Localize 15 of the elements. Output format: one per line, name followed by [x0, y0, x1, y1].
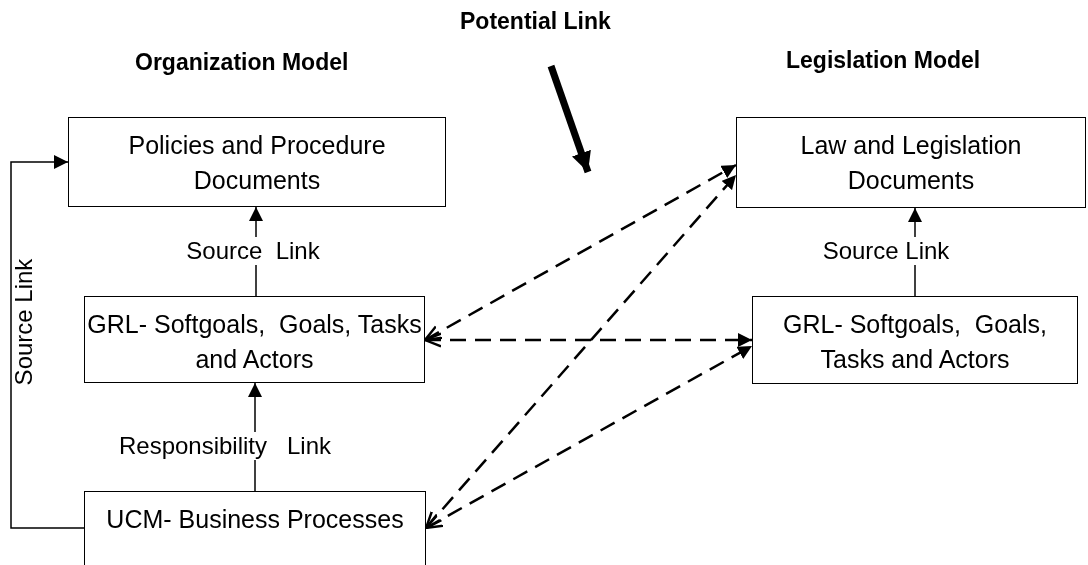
- dashed-arrow: [423, 332, 752, 348]
- dashed-arrow: [424, 344, 753, 530]
- process-box: GRL- Softgoals, Goals, Tasks and Actors: [752, 296, 1078, 384]
- heading: Potential Link: [460, 8, 611, 35]
- heading: Legislation Model: [786, 47, 981, 74]
- process-box: Law and Legislation Documents: [736, 117, 1086, 208]
- process-box: Policies and Procedure Documents: [68, 117, 446, 207]
- edge-label: Source Link: [820, 237, 952, 265]
- process-box: UCM- Business Processes: [84, 491, 426, 565]
- edge-label: Source Link: [184, 237, 322, 265]
- dashed-arrow: [423, 163, 737, 342]
- heading: Organization Model: [135, 49, 349, 76]
- process-box: GRL- Softgoals, Goals, Tasks and Actors: [84, 296, 425, 383]
- edge-label: Source Link: [10, 257, 38, 388]
- arrow: [10, 155, 85, 529]
